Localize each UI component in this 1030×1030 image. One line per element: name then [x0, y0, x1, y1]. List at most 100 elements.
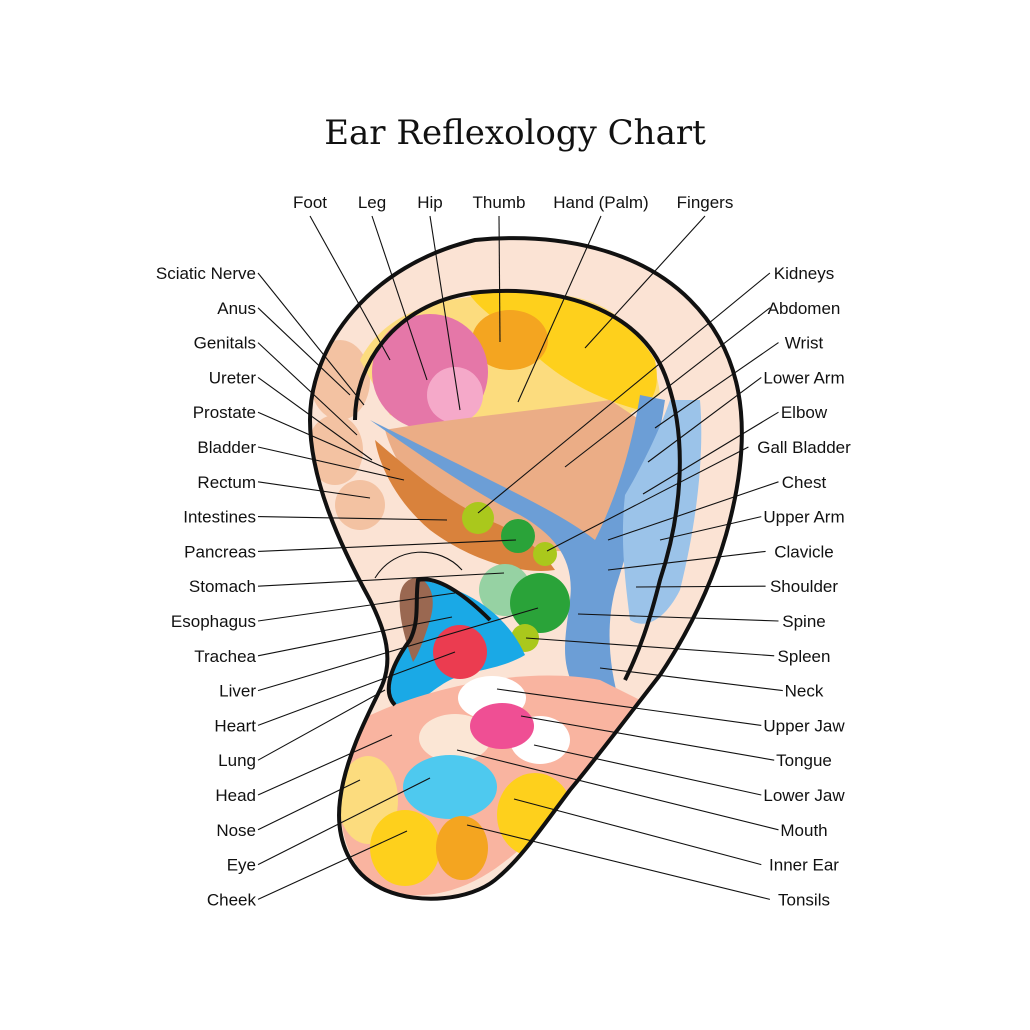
label-tonsils: Tonsils: [778, 890, 830, 909]
leader-thumb: [498, 215, 501, 343]
leader-pancreas: [257, 539, 517, 552]
leader-lower-arm: [647, 376, 762, 463]
inner-ear-zone: [497, 773, 573, 857]
label-elbow: Elbow: [781, 403, 828, 422]
tragus-outline: [386, 577, 492, 707]
label-upper-jaw: Upper Jaw: [763, 716, 845, 735]
gallbladder-zone: [533, 542, 557, 566]
leader-tongue: [520, 715, 775, 761]
label-spine: Spine: [782, 612, 825, 631]
leader-stomach: [257, 572, 505, 587]
label-esophagus: Esophagus: [171, 612, 256, 631]
leader-neck: [599, 667, 783, 692]
label-tongue: Tongue: [776, 751, 832, 770]
tonsils-zone: [436, 816, 488, 880]
label-foot: Foot: [293, 193, 327, 212]
label-cheek: Cheek: [207, 890, 257, 909]
label-hand-palm: Hand (Palm): [553, 193, 648, 212]
leader-mouth: [456, 749, 779, 831]
label-gall-bladder: Gall Bladder: [757, 438, 851, 457]
hip-inner-zone: [427, 367, 483, 423]
label-lower-arm: Lower Arm: [763, 368, 844, 387]
antihelix-zone: [370, 395, 665, 705]
leader-spleen: [525, 637, 775, 657]
leader-abdomen: [564, 307, 771, 468]
leader-foot: [309, 215, 391, 361]
label-leg: Leg: [358, 193, 386, 212]
label-rectum: Rectum: [197, 473, 256, 492]
label-stomach: Stomach: [189, 577, 256, 596]
label-shoulder: Shoulder: [770, 577, 838, 596]
chart-title: Ear Reflexology Chart: [324, 113, 706, 153]
leader-inner-ear: [513, 798, 762, 866]
leader-spine: [577, 613, 779, 622]
label-neck: Neck: [785, 682, 824, 701]
label-hip: Hip: [417, 193, 443, 212]
leader-tonsils: [466, 824, 771, 900]
label-nose: Nose: [216, 821, 256, 840]
leader-leg: [371, 215, 428, 381]
liver-zone: [510, 573, 570, 633]
leader-hip: [429, 215, 461, 411]
leader-upper-arm: [659, 516, 762, 541]
label-wrist: Wrist: [785, 334, 824, 353]
eye-zone: [403, 755, 497, 819]
leader-gall-bladder: [546, 446, 749, 552]
leader-genitals: [257, 342, 358, 436]
leader-ureter: [257, 376, 373, 461]
label-bladder: Bladder: [197, 438, 256, 457]
label-pancreas: Pancreas: [184, 542, 256, 561]
label-prostate: Prostate: [193, 403, 256, 422]
label-spleen: Spleen: [778, 647, 831, 666]
concha-ridge: [374, 551, 463, 579]
leader-shoulder: [635, 585, 766, 588]
leader-lines: [257, 215, 783, 900]
label-abdomen: Abdomen: [768, 299, 841, 318]
label-ureter: Ureter: [209, 368, 257, 387]
leader-lower-jaw: [533, 744, 762, 796]
label-head: Head: [215, 786, 256, 805]
leader-nose: [257, 779, 361, 831]
label-mouth: Mouth: [780, 821, 827, 840]
label-lung: Lung: [218, 751, 256, 770]
label-chest: Chest: [782, 473, 827, 492]
leader-heart: [257, 651, 456, 726]
cheek-zone: [370, 810, 440, 886]
ear-illustration: [307, 236, 744, 901]
leader-sciatic-nerve: [257, 272, 365, 406]
leader-eye: [257, 777, 431, 866]
pancreas-zone: [501, 519, 535, 553]
leader-intestines: [257, 516, 448, 521]
leader-wrist: [654, 342, 779, 429]
label-thumb: Thumb: [473, 193, 526, 212]
thumb-zone: [472, 310, 548, 370]
label-heart: Heart: [214, 716, 256, 735]
label-lower-jaw: Lower Jaw: [763, 786, 845, 805]
leader-esophagus: [257, 592, 456, 622]
label-anus: Anus: [217, 299, 256, 318]
label-inner-ear: Inner Ear: [769, 856, 839, 875]
ear-outer-outline: [307, 236, 744, 901]
leader-head: [257, 734, 393, 796]
label-liver: Liver: [219, 682, 256, 701]
label-upper-arm: Upper Arm: [763, 508, 844, 527]
leader-fingers: [584, 215, 706, 349]
label-intestines: Intestines: [183, 508, 256, 527]
label-sciatic-nerve: Sciatic Nerve: [156, 264, 256, 283]
leader-anus: [257, 307, 351, 396]
leader-cheek: [257, 830, 408, 900]
leader-upper-jaw: [496, 688, 762, 726]
leader-liver: [257, 607, 539, 692]
leader-clavicle: [607, 550, 766, 571]
rectum-zone: [335, 480, 385, 530]
intestine-dot-zone: [462, 502, 494, 534]
label-kidneys: Kidneys: [774, 264, 834, 283]
label-trachea: Trachea: [194, 647, 256, 666]
tongue-zone: [470, 703, 534, 749]
leader-chest: [607, 481, 779, 541]
label-eye: Eye: [227, 856, 256, 875]
leader-trachea: [257, 616, 453, 657]
